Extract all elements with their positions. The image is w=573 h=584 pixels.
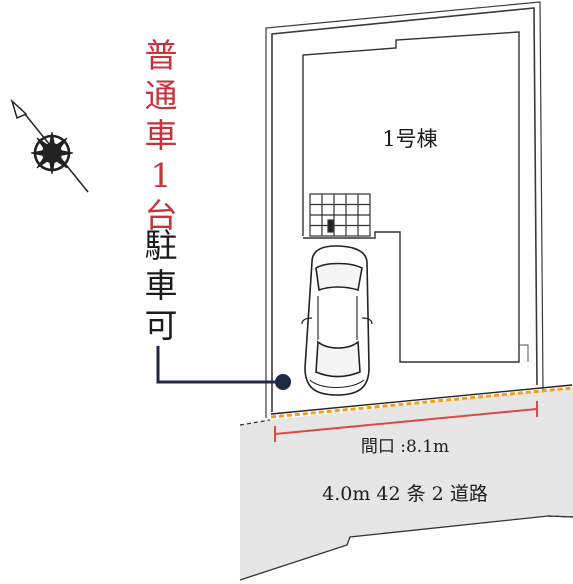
building-label: 1号棟	[382, 127, 437, 151]
north-arrow-icon	[10, 98, 89, 193]
lot-front-boundary	[270, 386, 573, 419]
annotation-char-5: 台	[144, 196, 178, 235]
annotation-char-6: 駐	[144, 226, 178, 265]
frontage-label: 間口 :8.1m	[361, 437, 449, 457]
annotation-char-7: 車	[144, 266, 178, 305]
frontage-dimension	[274, 401, 538, 442]
terrace-grid	[309, 193, 371, 237]
lot-boundary-inner	[265, 1, 544, 418]
building-outline	[302, 31, 520, 363]
road-edge-left	[239, 419, 271, 426]
annotation-char-2: 通	[144, 76, 178, 115]
building-notch	[519, 344, 529, 362]
lot-front-line	[270, 384, 573, 415]
road-area	[240, 388, 573, 580]
annotation-leader	[156, 346, 282, 384]
annotation-char-1: 普	[144, 36, 178, 75]
car-icon	[301, 245, 373, 396]
annotation-char-8: 可	[144, 306, 178, 345]
annotation-dot	[275, 374, 291, 390]
annotation-char-4: 1	[150, 156, 172, 195]
lot-boundary-outer	[271, 7, 538, 412]
road-label: 4.0m 42 条 2 道路	[322, 483, 488, 505]
annotation-char-3: 車	[144, 116, 178, 155]
